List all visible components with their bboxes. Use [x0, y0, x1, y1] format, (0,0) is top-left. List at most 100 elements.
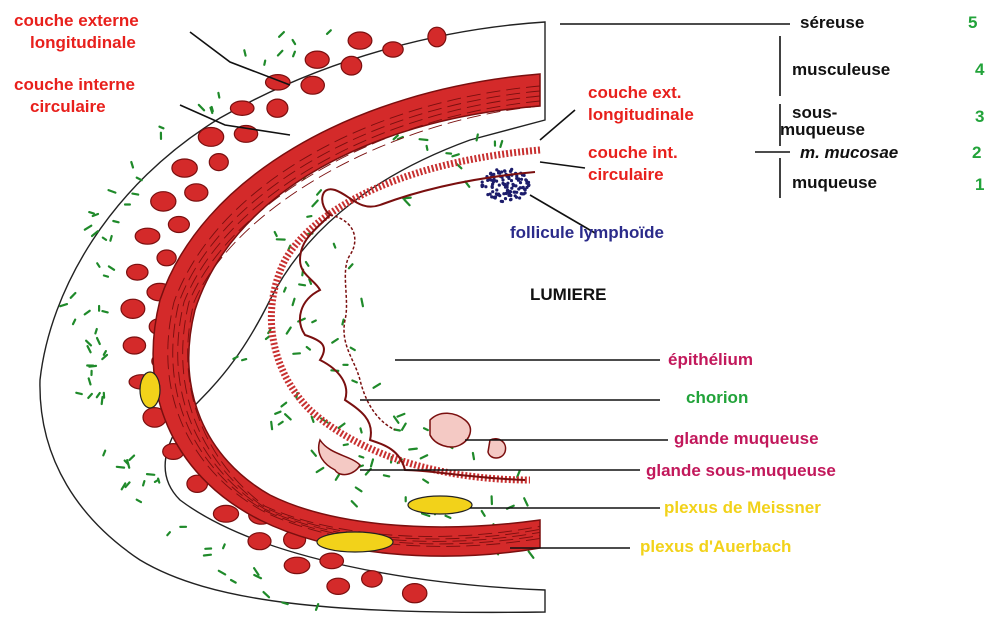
muscle-cell: [127, 264, 148, 280]
follicle-dot: [521, 186, 524, 189]
connective-cell: [312, 417, 314, 422]
follicle-dot: [520, 192, 523, 195]
epithelium-folds: [300, 172, 535, 480]
muscle-cell: [403, 584, 427, 603]
layer-muqueuse-num: 1: [975, 175, 984, 194]
layer-sereuse: séreuse: [800, 13, 864, 32]
muscle-cell: [320, 553, 344, 569]
connective-cell: [420, 139, 428, 140]
connective-cell: [336, 475, 339, 480]
follicle-dot: [506, 186, 509, 189]
epithelium-inner-edge: [330, 215, 395, 430]
connective-cell: [402, 424, 406, 430]
connective-cell: [374, 384, 381, 388]
muscle-cell: [121, 299, 145, 318]
follicle-dot: [481, 181, 484, 184]
follicle-dot: [507, 194, 510, 197]
connective-cell: [204, 555, 211, 556]
label-plexus-meissner: plexus de Meissner: [664, 498, 821, 517]
connective-cell: [317, 468, 324, 472]
connective-cell: [109, 190, 116, 193]
connective-cell: [278, 51, 283, 56]
connective-cell: [293, 353, 300, 354]
connective-cell: [113, 221, 118, 222]
follicle-dot: [495, 188, 498, 191]
muscle-cell: [213, 505, 238, 522]
follicle-dot: [517, 179, 520, 182]
connective-cell: [117, 467, 124, 468]
connective-cell: [409, 449, 417, 450]
muscle-cell: [151, 192, 176, 211]
connective-cell: [244, 50, 245, 55]
muscle-cell: [341, 56, 362, 75]
submucosal-gland: [319, 440, 360, 475]
label-chorion: chorion: [686, 388, 748, 407]
mucous-gland-2: [488, 439, 506, 458]
connective-cell: [104, 276, 108, 277]
muscle-cell: [209, 154, 228, 171]
connective-cell: [275, 412, 280, 414]
muscle-cell: [198, 127, 223, 146]
connective-cell: [306, 262, 309, 266]
label-couche-int-1: couche int.: [588, 143, 678, 162]
follicle-dot: [507, 177, 510, 180]
muscle-cell: [383, 42, 403, 57]
label-follicule: follicule lymphoïde: [510, 223, 664, 242]
follicle-dot: [494, 195, 497, 198]
connective-cell: [299, 284, 305, 285]
connective-cell: [102, 397, 103, 404]
follicle-dot: [504, 197, 507, 200]
connective-cell: [199, 105, 204, 110]
layer-muqueuse: muqueuse: [792, 173, 877, 192]
muscle-cell: [305, 51, 329, 68]
connective-cell: [384, 475, 389, 476]
label-couche-externe-2: longitudinale: [30, 33, 136, 52]
follicle-dot: [509, 198, 512, 201]
layer-sous-num: 3: [975, 107, 984, 126]
connective-cell: [356, 488, 362, 492]
follicle-dot: [524, 191, 527, 194]
follicle-dot: [519, 181, 522, 184]
connective-cell: [89, 212, 94, 214]
follicle-dot: [501, 200, 504, 203]
connective-cell: [85, 226, 92, 230]
connective-cell: [517, 471, 520, 477]
connective-cell: [279, 32, 284, 37]
follicle-dot: [514, 184, 517, 187]
connective-cell: [110, 236, 111, 241]
connective-cell: [293, 40, 296, 44]
follicle-dot: [517, 187, 520, 190]
follicle-dot: [503, 169, 506, 172]
follicle-dot: [495, 180, 498, 183]
muscle-cell: [135, 228, 160, 244]
connective-cell: [421, 455, 428, 458]
follicle-dot: [515, 196, 518, 199]
muscle-cell: [327, 578, 350, 594]
connective-cell: [394, 430, 400, 431]
follicle-dot: [490, 179, 493, 182]
connective-cell: [424, 428, 428, 430]
follicle-dot: [502, 192, 505, 195]
plexus-auerbach-shape: [317, 532, 393, 552]
follicle-dot: [520, 178, 523, 181]
layer-musculeuse-num: 4: [975, 60, 985, 79]
muscle-cell: [172, 159, 197, 177]
muscle-cell: [248, 533, 271, 550]
connective-cell: [266, 337, 269, 340]
connective-cell: [293, 52, 295, 57]
follicle-dot: [510, 168, 513, 171]
connective-cell: [423, 480, 428, 483]
layer-mucosae-num: 2: [972, 143, 981, 162]
follicle-dot: [498, 172, 501, 175]
connective-cell: [287, 328, 291, 334]
connective-cell: [352, 381, 356, 383]
connective-cell: [95, 329, 96, 333]
connective-cell: [500, 141, 502, 147]
connective-cell: [446, 516, 451, 518]
connective-cell: [242, 359, 246, 360]
muscle-cell: [267, 99, 288, 117]
connective-cell: [76, 393, 82, 394]
connective-cell: [131, 162, 133, 168]
follicle-dot: [518, 196, 521, 199]
